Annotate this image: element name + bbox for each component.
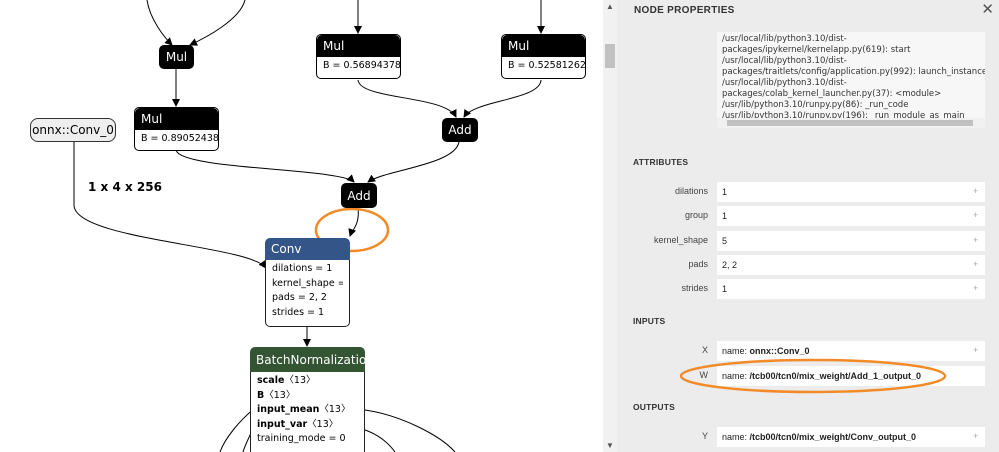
node-properties-panel: NODE PROPERTIES ✕ /usr/local/lib/python3… <box>617 0 999 452</box>
scroll-up-icon[interactable]: ▲ <box>606 2 614 11</box>
scroll-down-icon[interactable]: ▼ <box>606 441 614 450</box>
mul-node-title: Mul <box>502 35 585 57</box>
edge <box>463 79 542 118</box>
conv-node-attrs: dilations = 1 kernel_shape = 5 pads = 2,… <box>265 260 350 327</box>
expand-plus-icon[interactable]: + <box>973 186 979 196</box>
edge <box>189 0 246 46</box>
edge <box>146 0 173 46</box>
edge <box>364 429 396 452</box>
attribute-value[interactable]: 1 <box>717 206 985 226</box>
outputs-heading: OUTPUTS <box>633 402 676 412</box>
expand-plus-icon[interactable]: + <box>973 431 979 441</box>
attribute-name: kernel_shape <box>653 235 708 245</box>
mul-node-small[interactable]: Mul <box>159 45 194 69</box>
bn-input: input_mean〈13〉 <box>257 404 351 415</box>
attribute-row[interactable]: strides 1 + <box>617 279 999 299</box>
stack-line: /usr/local/lib/python3.10/dist- <box>722 56 847 66</box>
attributes-heading: ATTRIBUTES <box>633 157 689 167</box>
edge <box>175 149 355 183</box>
conv-node[interactable]: Conv dilations = 1 kernel_shape = 5 pads… <box>265 238 350 327</box>
edge <box>367 141 460 183</box>
attribute-row[interactable]: pads 2, 2 + <box>617 255 999 275</box>
input-row[interactable]: X name: onnx::Conv_0 + <box>617 341 999 361</box>
attribute-value[interactable]: 2, 2 <box>717 255 985 275</box>
batchnorm-node[interactable]: BatchNormalization scale〈13〉 B〈13〉 input… <box>250 347 374 452</box>
stack-line: /usr/local/lib/python3.10/dist- <box>722 34 847 44</box>
mul-node-attr: B = 0.56894378... <box>323 60 400 71</box>
mul-node-right[interactable]: Mul B = 0.52581262... <box>501 34 586 79</box>
stack-line: packages/traitlets/config/application.py… <box>722 67 985 77</box>
mul-node-mid[interactable]: Mul B = 0.56894378... <box>316 34 401 79</box>
stack-line: /usr/local/lib/python3.10/dist- <box>722 78 847 88</box>
inputs-heading: INPUTS <box>633 316 666 326</box>
attribute-name: pads <box>688 259 708 269</box>
edge <box>73 141 267 269</box>
conv-attr: strides = 1 <box>272 306 325 318</box>
input-value[interactable]: name: onnx::Conv_0 <box>717 341 985 361</box>
output-name: Y <box>701 431 708 441</box>
graph-scrollbar[interactable]: ▲ ▼ <box>603 0 617 452</box>
attribute-value[interactable]: 1 <box>717 182 985 202</box>
batchnorm-node-body: scale〈13〉 B〈13〉 input_mean〈13〉 input_var… <box>250 372 365 452</box>
close-icon[interactable]: ✕ <box>981 1 994 18</box>
input-name: W <box>699 370 709 380</box>
output-row[interactable]: Y name: /tcb00/tcn0/mix_weight/Conv_outp… <box>617 427 999 447</box>
mul-node-title: Mul <box>135 108 218 130</box>
stack-trace-lines: /usr/local/lib/python3.10/dist- packages… <box>717 32 985 124</box>
stack-line: packages/colab_kernel_launcher.py(37): <… <box>722 89 942 99</box>
conv-node-title: Conv <box>265 238 350 260</box>
batchnorm-node-title: BatchNormalization <box>250 347 374 372</box>
edge-shape-label: 1 x 4 x 256 <box>88 180 162 194</box>
conv-attr: dilations = 1 <box>272 263 333 274</box>
stack-line: /usr/lib/python3.10/runpy.py(196): _run_… <box>722 111 965 121</box>
mul-node-left[interactable]: Mul B = 0.89052438... <box>134 107 219 151</box>
conv-attr: kernel_shape = 5 <box>272 277 343 289</box>
mul-node-attr: B = 0.52581262... <box>508 60 585 71</box>
expand-plus-icon[interactable]: + <box>973 210 979 220</box>
stack-line: packages/ipykernel/kernelapp.py(619): st… <box>722 45 911 55</box>
expand-plus-icon[interactable]: + <box>973 345 979 355</box>
output-value[interactable]: name: /tcb00/tcn0/mix_weight/Conv_output… <box>717 427 985 447</box>
bn-input: B〈13〉 <box>257 389 296 401</box>
conv-attr: pads = 2, 2 <box>272 292 327 303</box>
input-row[interactable]: W name: /tcb00/tcn0/mix_weight/Add_1_out… <box>617 366 999 386</box>
attribute-name: dilations <box>674 186 708 196</box>
attribute-value[interactable]: 1 <box>717 279 985 299</box>
input-name: X <box>701 345 708 355</box>
scrollbar-thumb[interactable] <box>727 120 973 126</box>
stack-horizontal-scrollbar[interactable] <box>717 118 985 128</box>
highlight-ellipse-graph <box>314 207 390 253</box>
expand-plus-icon[interactable]: + <box>973 259 979 269</box>
attribute-row[interactable]: kernel_shape 5 + <box>617 231 999 251</box>
add-node-right[interactable]: Add <box>442 118 478 142</box>
bn-attr: training_mode = 0 <box>257 433 346 444</box>
expand-plus-icon[interactable]: + <box>973 235 979 245</box>
attribute-value[interactable]: 5 <box>717 231 985 251</box>
graph-edges <box>73 0 545 452</box>
stack-trace-box[interactable]: /usr/local/lib/python3.10/dist- packages… <box>717 32 985 128</box>
attribute-row[interactable]: dilations 1 + <box>617 182 999 202</box>
scrollbar-thumb[interactable] <box>605 44 615 68</box>
panel-title: NODE PROPERTIES <box>634 5 735 16</box>
stack-line: /usr/lib/python3.10/runpy.py(86): _run_c… <box>722 100 909 110</box>
attribute-name: group <box>684 210 708 220</box>
input-value[interactable]: name: /tcb00/tcn0/mix_weight/Add_1_outpu… <box>717 366 985 386</box>
add-node-center[interactable]: Add <box>341 183 377 208</box>
edge <box>364 409 456 452</box>
mul-node-attr: B = 0.89052438... <box>141 133 218 144</box>
bn-input: input_var〈13〉 <box>257 418 339 430</box>
attribute-row[interactable]: group 1 + <box>617 206 999 226</box>
input-node-conv0[interactable]: onnx::Conv_0 <box>30 118 116 142</box>
graph-canvas[interactable]: Mul Mul B = 0.56894378... Mul B = 0.5258… <box>0 0 617 452</box>
mul-node-title: Mul <box>317 35 400 57</box>
attribute-name: strides <box>681 283 708 293</box>
bn-input: scale〈13〉 <box>257 375 316 386</box>
edge <box>348 207 359 237</box>
edge <box>357 79 457 118</box>
expand-plus-icon[interactable]: + <box>973 283 979 293</box>
